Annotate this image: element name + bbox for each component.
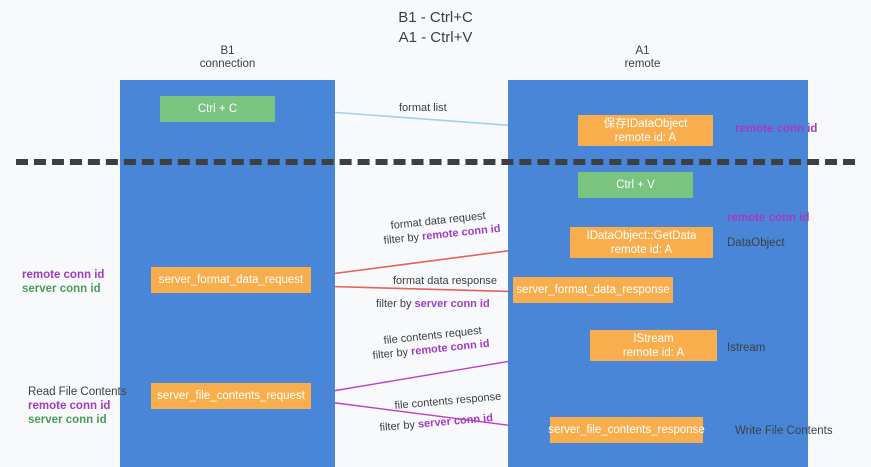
filter-server-conn-id-1: server conn id [414,298,490,310]
box-idataobject-getdata[interactable]: IDataObject::GetData remote id: A [570,227,713,258]
box-save-idataobject-line2: remote id: A [614,131,677,144]
box-ctrl-v-label: Ctrl + V [616,179,655,191]
filter-by-prefix-2: filter by [376,298,415,310]
box-server-format-data-response[interactable]: server_format_data_response [513,277,673,303]
box-getdata-line2: remote id: A [610,243,673,256]
box-save-idataobject-line1: 保存IDataObject [603,117,688,130]
filter-by-prefix-3: filter by [372,345,412,362]
box-getdata-line1: IDataObject::GetData [586,229,697,242]
box-server-format-data-response-label: server_format_data_response [516,284,670,296]
annotation-remote-conn-id-top: remote conn id [735,123,818,135]
lane-header-a1: A1 remote [565,45,720,71]
annotation-write-file-contents: Write File Contents [735,425,833,437]
edge-label-format-data-response: format data response [393,275,497,287]
lane-header-b1-role: connection [199,58,256,70]
annotation-server-conn-id-left-bot: server conn id [28,414,107,426]
annotation-remote-conn-id-left-bot: remote conn id [28,400,111,412]
lane-header-a1-role: remote [624,58,661,70]
edge-label-format-data-response-filter: filter by server conn id [376,297,490,311]
box-server-file-contents-response[interactable]: server_file_contents_response [548,417,705,443]
box-istream-line1: IStream [633,332,674,345]
annotation-read-file-contents: Read File Contents [28,386,127,398]
annotation-istream: Istream [727,342,766,354]
box-ctrl-c-label: Ctrl + C [197,103,238,115]
arrow-format-data-response [312,285,529,297]
box-server-file-contents-response-label: server_file_contents_response [548,424,705,436]
filter-by-prefix-4: filter by [379,418,419,434]
box-server-file-contents-request-label: server_file_contents_request [157,390,305,402]
annotation-remote-conn-id-left-mid: remote conn id [22,269,105,281]
edge-label-format-list: format list [399,102,447,114]
box-save-idataobject[interactable]: 保存IDataObject remote id: A [578,115,713,146]
annotation-group-middle-left: remote conn id server conn id [22,268,104,296]
box-server-format-data-request-label: server_format_data_request [158,274,304,286]
box-ctrl-v[interactable]: Ctrl + V [578,172,693,198]
page-title: B1 - Ctrl+C A1 - Ctrl+V [0,8,871,48]
lane-header-a1-name: A1 [635,45,650,57]
annotation-dataobject: DataObject [727,237,785,249]
box-ctrl-c[interactable]: Ctrl + C [160,96,275,122]
box-istream[interactable]: IStream remote id: A [590,330,717,361]
annotation-server-conn-id-left-mid: server conn id [22,283,101,295]
filter-by-prefix-1: filter by [383,230,423,247]
box-server-file-contents-request[interactable]: server_file_contents_request [151,383,311,409]
annotation-remote-conn-id-mid: remote conn id [727,212,810,224]
box-server-format-data-request[interactable]: server_format_data_request [151,267,311,293]
arrow-file-contents-response [312,399,546,434]
title-line-2: A1 - Ctrl+V [398,29,473,46]
lane-header-b1: B1 connection [150,45,305,71]
box-istream-line2: remote id: A [622,346,685,359]
phase-divider [16,159,855,165]
lane-header-b1-name: B1 [220,45,235,57]
title-line-1: B1 - Ctrl+C [398,9,473,26]
annotation-group-bottom-left: Read File Contents remote conn id server… [28,385,126,427]
